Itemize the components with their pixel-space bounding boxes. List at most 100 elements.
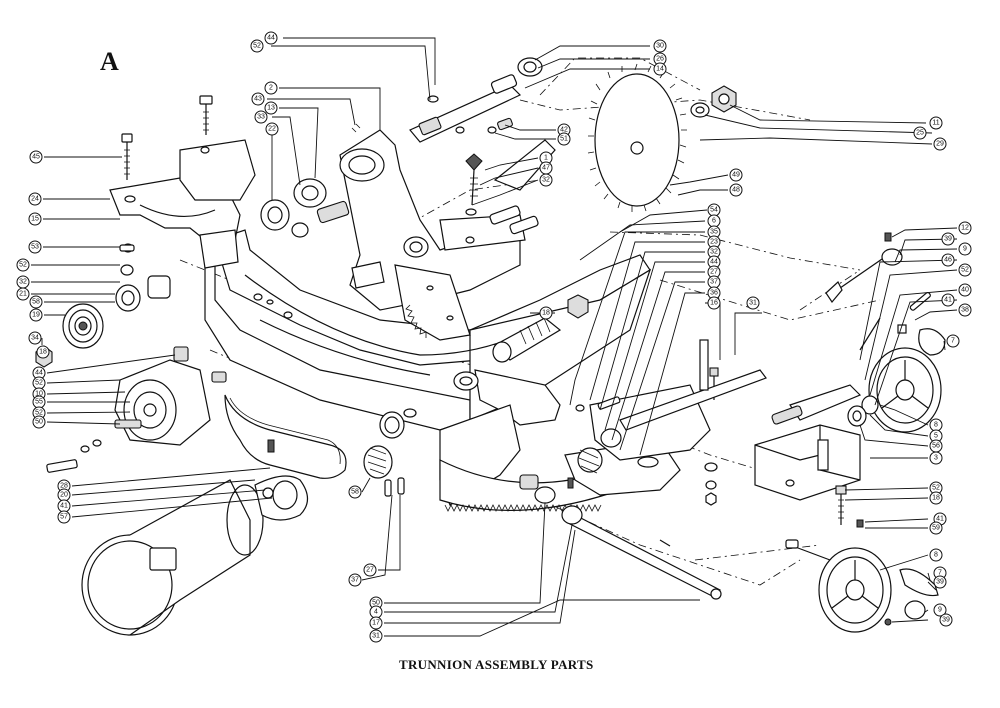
callout-number: 37 bbox=[710, 279, 718, 286]
callout-circle bbox=[57, 510, 71, 524]
callout-number: 52 bbox=[35, 380, 43, 387]
callout-number: 19 bbox=[32, 312, 40, 319]
callout-c6: 6 bbox=[707, 214, 721, 228]
callout-number: 17 bbox=[372, 620, 380, 627]
callout-number: 56 bbox=[932, 443, 940, 450]
callout-circle bbox=[264, 31, 278, 45]
callout-c37b: 37 bbox=[348, 573, 362, 587]
callout-circle bbox=[29, 308, 43, 322]
callout-c39c: 39 bbox=[939, 613, 953, 627]
callout-c34: 34 bbox=[28, 331, 42, 345]
splitter-parts bbox=[465, 139, 556, 244]
callout-number: 23 bbox=[710, 239, 718, 246]
callout-c33a: 33 bbox=[254, 110, 268, 124]
callout-number: 16 bbox=[710, 300, 718, 307]
callout-number: 39 bbox=[942, 617, 950, 624]
callout-circle bbox=[958, 242, 972, 256]
callout-number: 7 bbox=[951, 338, 955, 345]
callout-circle bbox=[729, 168, 743, 182]
callout-number: 42 bbox=[560, 127, 568, 134]
callout-c47: 47 bbox=[539, 161, 553, 175]
callout-circle bbox=[958, 283, 972, 297]
bolts-left bbox=[121, 95, 213, 180]
callout-c41a: 41 bbox=[941, 293, 955, 307]
callout-number: 41 bbox=[944, 297, 952, 304]
callout-number: 7 bbox=[938, 570, 942, 577]
callout-number: 18 bbox=[932, 495, 940, 502]
callout-number: 30 bbox=[656, 43, 664, 50]
callout-number: 8 bbox=[934, 552, 938, 559]
callout-circle bbox=[557, 132, 571, 146]
callout-c55: 55 bbox=[32, 395, 46, 409]
callout-number: 36 bbox=[710, 290, 718, 297]
callout-circle bbox=[958, 263, 972, 277]
callout-number: 27 bbox=[710, 269, 718, 276]
callout-number: 10 bbox=[35, 391, 43, 398]
callout-circle bbox=[941, 253, 955, 267]
callout-c32a: 32 bbox=[539, 173, 553, 187]
callout-circle bbox=[369, 616, 383, 630]
diagram-caption: TRUNNION ASSEMBLY PARTS bbox=[399, 657, 594, 672]
callout-c59: 59 bbox=[929, 521, 943, 535]
callout-circle bbox=[933, 137, 947, 151]
callout-number: 14 bbox=[656, 66, 664, 73]
callout-number: 24 bbox=[31, 196, 39, 203]
callout-c40: 40 bbox=[958, 283, 972, 297]
motor-bracket bbox=[46, 346, 227, 473]
callout-circle bbox=[265, 122, 279, 136]
panel-letter: A bbox=[100, 47, 119, 76]
callout-c8b: 8 bbox=[929, 548, 943, 562]
callout-c18c: 18 bbox=[929, 491, 943, 505]
callout-number: 18 bbox=[542, 310, 550, 317]
callout-c32b: 32 bbox=[16, 275, 30, 289]
callout-c43: 43 bbox=[251, 92, 265, 106]
callout-number: 52 bbox=[19, 262, 27, 269]
callout-number: 45 bbox=[32, 154, 40, 161]
callout-c39b: 39 bbox=[933, 575, 947, 589]
callout-c22: 22 bbox=[265, 122, 279, 136]
callout-number: 1 bbox=[544, 155, 548, 162]
callout-c56: 56 bbox=[929, 439, 943, 453]
callout-c8a: 8 bbox=[929, 418, 943, 432]
callout-circle bbox=[933, 575, 947, 589]
callout-circle bbox=[958, 303, 972, 317]
right-bracket-block bbox=[754, 384, 862, 501]
callout-c4: 4 bbox=[369, 605, 383, 619]
callout-c19: 19 bbox=[29, 308, 43, 322]
callout-circle bbox=[28, 240, 42, 254]
callout-number: 18 bbox=[39, 349, 47, 356]
callout-number: 21 bbox=[19, 291, 27, 298]
callout-c9: 9 bbox=[958, 242, 972, 256]
callout-number: 31 bbox=[372, 633, 380, 640]
callout-circle bbox=[929, 116, 943, 130]
worm-shaft bbox=[492, 294, 589, 363]
callout-number: 31 bbox=[749, 300, 757, 307]
callout-c51: 51 bbox=[557, 132, 571, 146]
callout-c15: 15 bbox=[28, 212, 42, 226]
callout-number: 50 bbox=[372, 600, 380, 607]
callout-c11: 11 bbox=[929, 116, 943, 130]
callout-number: 43 bbox=[254, 96, 262, 103]
callout-c41c: 41 bbox=[57, 499, 71, 513]
trunnion-arm-bracket bbox=[339, 129, 526, 311]
callout-number: 58 bbox=[32, 299, 40, 306]
callout-circle bbox=[250, 39, 264, 53]
callout-c35: 35 bbox=[707, 225, 721, 239]
callout-circle bbox=[16, 287, 30, 301]
callout-c7a: 7 bbox=[946, 334, 960, 348]
callout-circle bbox=[946, 334, 960, 348]
callout-c2: 2 bbox=[264, 81, 278, 95]
callout-number: 22 bbox=[268, 126, 276, 133]
callout-c39a: 39 bbox=[941, 232, 955, 246]
callout-number: 6 bbox=[712, 218, 716, 225]
callout-c18b: 18 bbox=[539, 306, 553, 320]
callout-number: 50 bbox=[35, 419, 43, 426]
callout-number: 28 bbox=[60, 483, 68, 490]
callout-c52b: 52 bbox=[16, 258, 30, 272]
callout-c18a: 18 bbox=[36, 345, 50, 359]
callout-number: 12 bbox=[961, 225, 969, 232]
callout-number: 26 bbox=[656, 56, 664, 63]
callout-c21: 21 bbox=[16, 287, 30, 301]
